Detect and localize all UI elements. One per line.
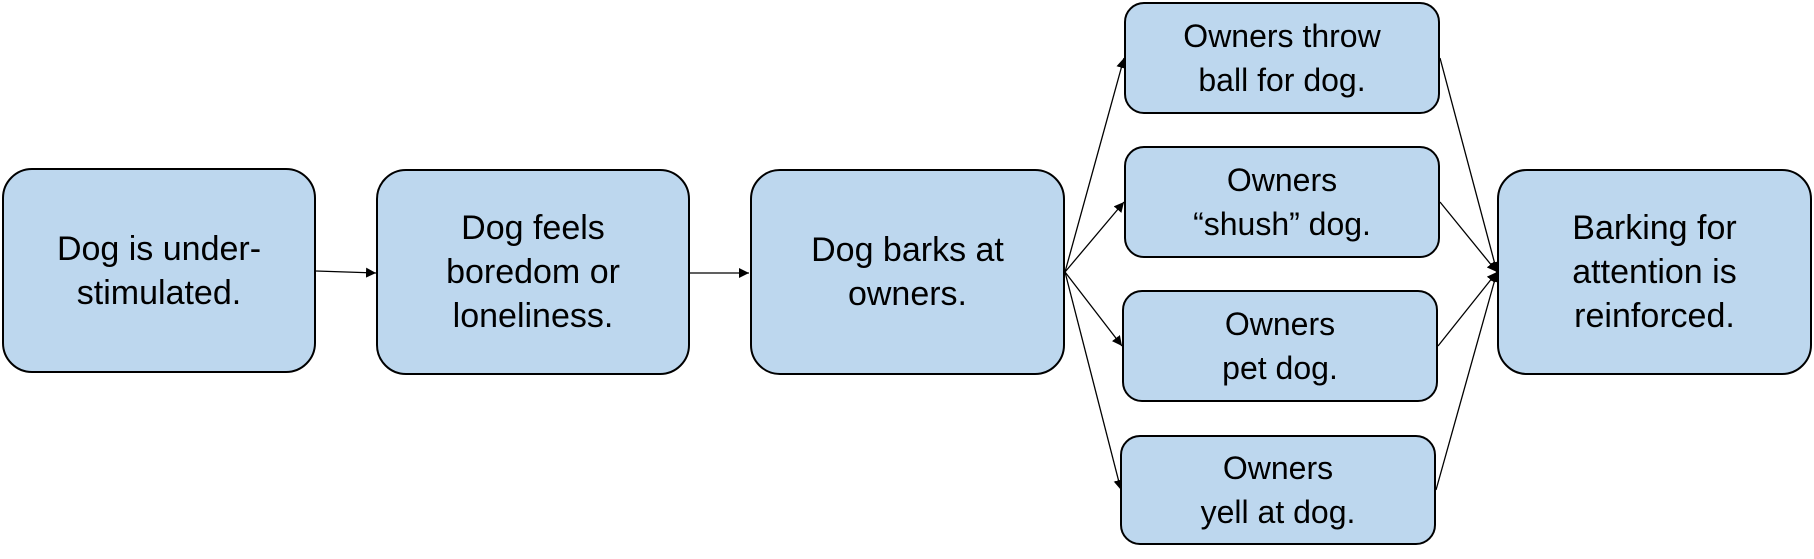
node-barking-reinforced: Barking for attention is reinforced. (1497, 169, 1812, 375)
node-label: Barking for attention is reinforced. (1572, 209, 1737, 335)
node-owners-yell: Owners yell at dog. (1120, 435, 1436, 545)
node-dog-barks: Dog barks at owners. (750, 169, 1065, 375)
arrow-throw-ball-to-reinforced (1439, 57, 1500, 273)
arrow-barks-to-throw-ball (1064, 57, 1127, 273)
node-label: Owners pet dog. (1222, 306, 1338, 386)
node-label: Dog feels boredom or loneliness. (446, 209, 620, 335)
node-owners-shush: Owners “shush” dog. (1124, 146, 1440, 258)
arrow-yell-to-reinforced (1435, 271, 1500, 491)
node-label: Owners yell at dog. (1200, 450, 1356, 530)
arrow-barks-to-shush (1064, 201, 1125, 273)
arrow-barks-to-yell (1064, 271, 1124, 491)
node-label: Owners “shush” dog. (1193, 162, 1371, 242)
node-dog-understimulated: Dog is under- stimulated. (2, 168, 316, 373)
node-owners-throw-ball: Owners throw ball for dog. (1124, 2, 1440, 114)
node-label: Dog is under- stimulated. (56, 229, 262, 312)
arrow-understimulated-to-boredom (315, 267, 377, 278)
node-dog-feels-boredom: Dog feels boredom or loneliness. (376, 169, 690, 375)
arrow-barks-to-pet (1064, 271, 1123, 347)
node-owners-pet: Owners pet dog. (1122, 290, 1438, 402)
arrow-pet-to-reinforced (1437, 271, 1498, 347)
node-label: Owners throw ball for dog. (1183, 18, 1381, 98)
node-label: Dog barks at owners. (811, 231, 1004, 313)
arrow-shush-to-reinforced (1439, 201, 1498, 273)
